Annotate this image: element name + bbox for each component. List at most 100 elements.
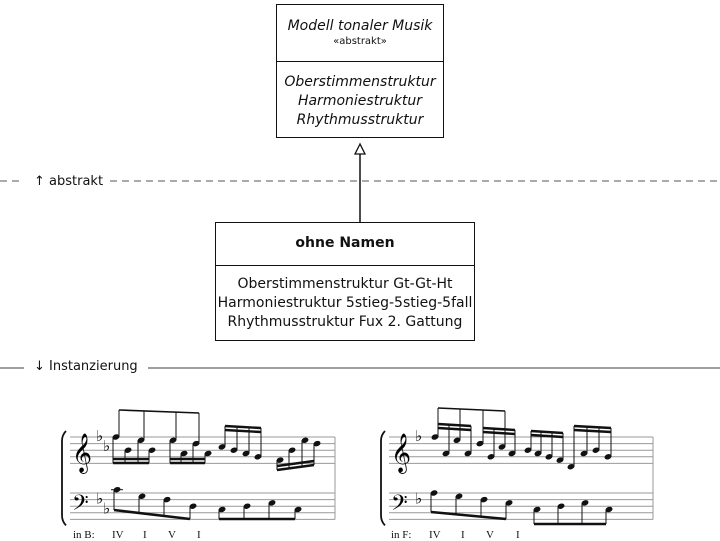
note-head xyxy=(254,454,262,460)
flat-icon: ♭ xyxy=(96,427,103,445)
beam xyxy=(437,426,472,432)
flat-icon: ♭ xyxy=(103,500,110,518)
beam xyxy=(430,510,507,521)
system-bracket xyxy=(61,430,67,527)
note-head xyxy=(112,434,120,440)
abstract-class-title: Modell tonaler Musik xyxy=(287,18,433,34)
attribute: Oberstimmenstruktur Gt-Gt-Ht xyxy=(237,276,453,292)
note-head xyxy=(557,503,565,509)
beam xyxy=(573,424,612,430)
note-head xyxy=(605,506,613,513)
harmony-label: IV xyxy=(429,529,441,541)
note-head xyxy=(476,440,484,447)
beam xyxy=(437,422,472,428)
abstraction-label: ↑ abstrakt xyxy=(28,174,110,189)
note-head xyxy=(288,447,296,453)
note-head xyxy=(243,503,251,509)
beam xyxy=(530,429,564,435)
beam xyxy=(482,430,516,436)
beam xyxy=(573,428,612,434)
concrete-class-attributes: Oberstimmenstruktur Gt-Gt-Ht Harmoniestr… xyxy=(216,265,474,332)
note-head xyxy=(204,450,212,457)
beam xyxy=(437,407,506,412)
harmony-label: V xyxy=(168,529,176,541)
system-bracket xyxy=(380,430,386,527)
note-head xyxy=(189,503,197,509)
note-head xyxy=(301,437,309,444)
note-head xyxy=(498,444,506,450)
note-head xyxy=(534,450,542,457)
attribute: Rhythmusstruktur Fux 2. Gattung xyxy=(227,314,463,330)
note-head xyxy=(592,447,600,453)
beam xyxy=(276,459,315,468)
abstract-class-stereotype: «abstrakt» xyxy=(333,36,387,47)
note-head xyxy=(242,450,250,457)
beam xyxy=(118,409,200,414)
note-head xyxy=(192,440,200,447)
note-head xyxy=(268,500,276,506)
note-head xyxy=(487,454,495,460)
note-head xyxy=(464,450,472,457)
flat-icon: ♭ xyxy=(415,490,422,508)
note-head xyxy=(294,506,302,513)
note-head xyxy=(431,434,439,440)
note-head xyxy=(533,506,541,513)
note-head xyxy=(148,447,156,453)
harmony-label: V xyxy=(486,529,494,541)
key-label: in F: xyxy=(391,529,412,541)
harmony-label: I xyxy=(143,529,147,541)
harmony-label: I xyxy=(197,529,201,541)
harmony-label: IV xyxy=(112,529,124,541)
note-head xyxy=(180,450,188,457)
harmony-label: I xyxy=(516,529,520,541)
abstract-class-header: Modell tonaler Musik «abstrakt» xyxy=(277,5,443,61)
note-head xyxy=(508,450,516,457)
note-head xyxy=(124,447,132,453)
note-head xyxy=(276,457,284,463)
beam xyxy=(530,433,564,439)
attribute: Harmoniestruktur 5stieg-5stieg-5fall xyxy=(217,295,473,311)
note-head xyxy=(218,506,226,513)
note-head xyxy=(169,437,177,444)
beam xyxy=(276,463,315,472)
concrete-class-title: ohne Namen xyxy=(295,235,395,251)
note-head xyxy=(581,500,589,506)
note-head xyxy=(453,437,461,444)
note-head xyxy=(138,493,146,500)
harmony-label: I xyxy=(461,529,465,541)
note-head xyxy=(580,450,588,457)
note-head xyxy=(524,447,532,453)
note-head xyxy=(313,440,321,447)
attribute: Oberstimmenstruktur xyxy=(284,74,436,90)
flat-icon: ♭ xyxy=(415,427,422,445)
instantiation-label: ↓ Instanzierung xyxy=(28,359,144,374)
flat-icon: ♭ xyxy=(96,490,103,508)
beam xyxy=(482,426,516,432)
note-head xyxy=(480,496,488,503)
note-head xyxy=(442,450,450,457)
note-head xyxy=(604,454,612,460)
note-head xyxy=(430,490,438,496)
abstract-class-attributes: Oberstimmenstruktur Harmoniestruktur Rhy… xyxy=(277,61,443,130)
note-head xyxy=(567,463,575,470)
generalization-arrowhead xyxy=(353,142,367,155)
bass-clef-icon: 𝄢 xyxy=(391,491,408,521)
flat-icon: ♭ xyxy=(103,437,110,455)
abstract-class-box: Modell tonaler Musik «abstrakt» Oberstim… xyxy=(276,4,444,138)
bass-clef-icon: 𝄢 xyxy=(72,491,89,521)
note-head xyxy=(230,447,238,453)
treble-clef-icon: 𝄞 xyxy=(391,433,411,474)
note-head xyxy=(545,454,553,460)
note-head xyxy=(218,444,226,450)
beam xyxy=(224,428,262,434)
concrete-class-box: ohne Namen Oberstimmenstruktur Gt-Gt-Ht … xyxy=(215,222,475,341)
beam xyxy=(224,424,262,430)
note-head xyxy=(137,437,145,444)
beam xyxy=(113,508,191,521)
music-examples: 𝄞𝄢♭♭♭♭𝄞𝄢♭♭ xyxy=(61,407,654,527)
treble-clef-icon: 𝄞 xyxy=(72,433,92,474)
key-label: in B: xyxy=(73,529,95,541)
note-head xyxy=(455,493,463,500)
attribute: Rhythmusstruktur xyxy=(296,112,424,128)
